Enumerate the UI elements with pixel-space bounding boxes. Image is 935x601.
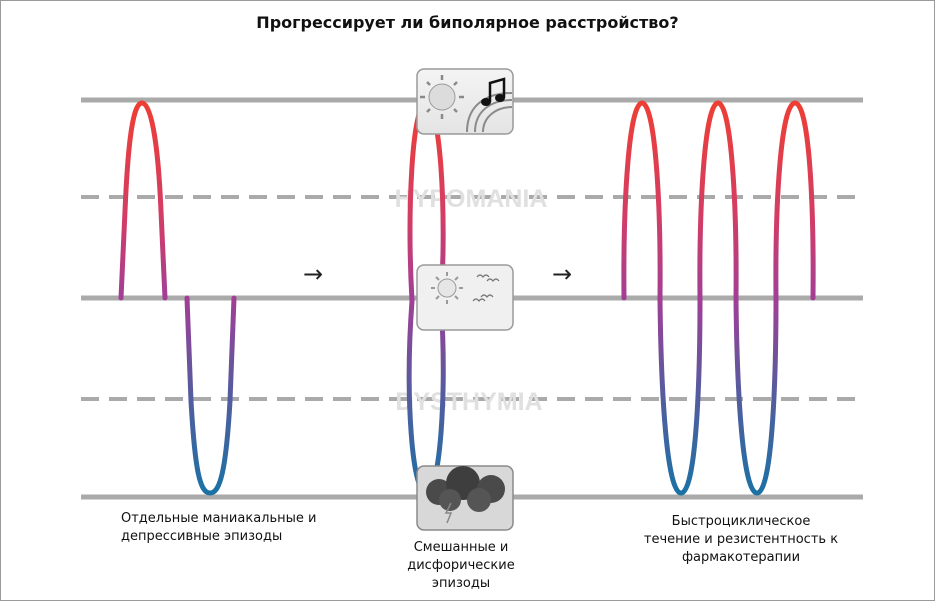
caption-line: Отдельные маниакальные и <box>121 511 317 526</box>
mixed-episodes-caption: Смешанные и дисфорические эпизоды <box>396 539 526 593</box>
rapid-cycling-caption: Быстроциклическое течение и резистентнос… <box>631 513 851 567</box>
caption-line: дисфорические <box>407 558 515 573</box>
diagram-title: Прогрессирует ли биполярное расстройство… <box>256 13 679 32</box>
separate-depressive-wave <box>184 295 237 496</box>
separate-episodes-caption: Отдельные маниакальные и депрессивные эп… <box>121 510 316 546</box>
caption-line: Смешанные и <box>413 540 509 555</box>
arrow-right-icon: → <box>303 260 323 288</box>
sun-and-birds-icon <box>416 264 514 331</box>
caption-line: эпизоды <box>431 576 491 591</box>
arrow-right-icon: → <box>552 260 572 288</box>
sun-and-music-icon <box>416 68 514 135</box>
hypomania-label: HYPOMANIA <box>395 185 548 213</box>
storm-cloud-icon <box>416 465 514 531</box>
caption-line: течение и резистентность к <box>643 532 839 547</box>
caption-line: депрессивные эпизоды <box>121 529 283 544</box>
caption-line: фармакотерапии <box>681 550 801 565</box>
caption-line: Быстроциклическое <box>671 514 811 529</box>
rapid-cycling-wave <box>621 100 816 496</box>
separate-manic-wave <box>118 100 168 301</box>
dysthymia-label: DYSTHYMIA <box>395 388 542 416</box>
